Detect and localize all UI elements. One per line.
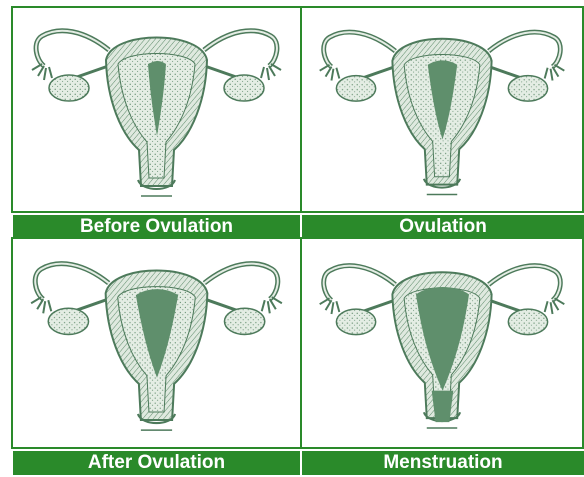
caption-ovulation: Ovulation xyxy=(302,215,584,239)
uterus-illustration-menstruation xyxy=(302,239,582,447)
caption-before-ovulation: Before Ovulation xyxy=(13,215,300,239)
uterus-illustration-ovulation xyxy=(302,8,582,211)
caption-after-ovulation: After Ovulation xyxy=(13,451,300,475)
uterus-illustration-before-ovulation xyxy=(13,8,300,211)
uterus-illustration-after-ovulation xyxy=(13,239,300,447)
caption-menstruation: Menstruation xyxy=(302,451,584,475)
